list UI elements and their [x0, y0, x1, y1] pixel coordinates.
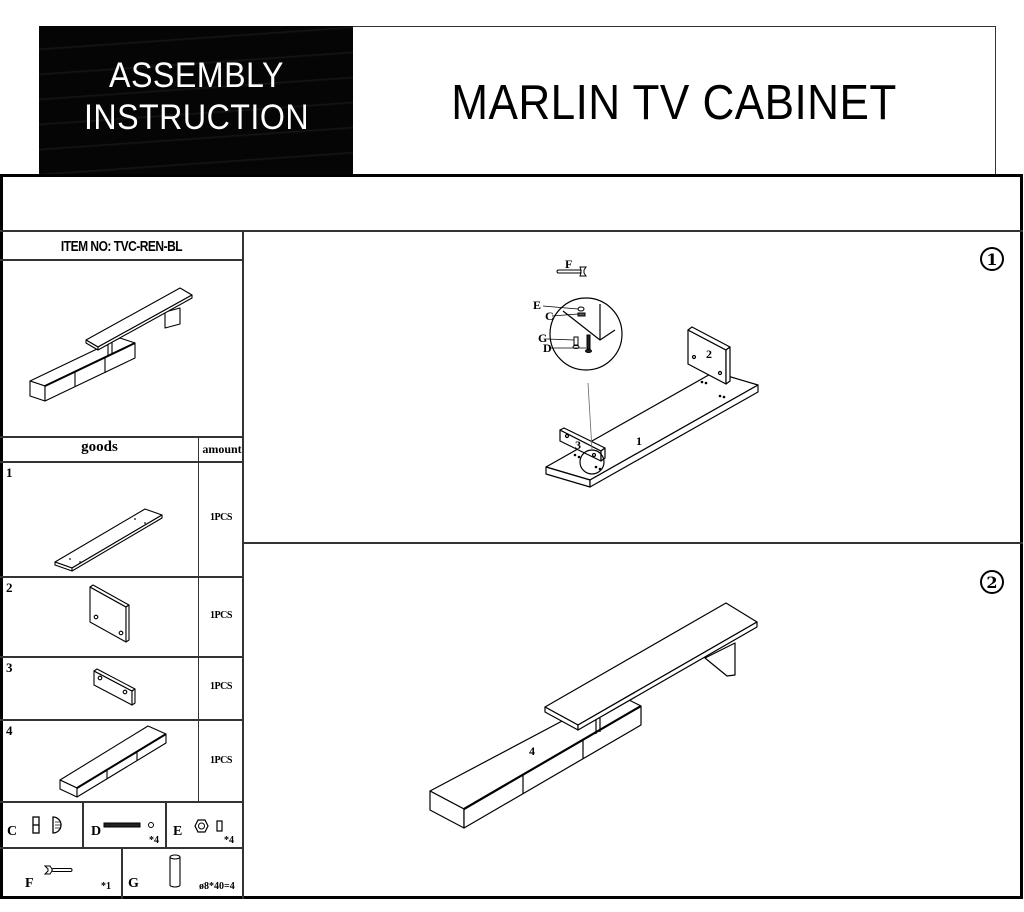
- hardware-qty: *1: [101, 881, 111, 892]
- divider: [0, 461, 243, 463]
- divider: [0, 436, 243, 438]
- assembled-cabinet-overview: [29, 287, 193, 402]
- callout-label-e: E: [533, 298, 542, 312]
- hardware-g: G ø8*40=4: [122, 848, 243, 898]
- product-title: MARLIN TV CABINET: [451, 76, 897, 130]
- callout-label-c: C: [545, 309, 554, 323]
- hardware-label: D: [91, 824, 102, 839]
- instruction-sheet-frame: [0, 174, 1023, 899]
- hardware-label: G: [128, 876, 139, 891]
- hardware-e: E *4: [166, 802, 243, 848]
- hardware-label: F: [25, 876, 34, 891]
- drawer-cabinet-illustration: [59, 725, 167, 798]
- callout-label-g: G: [538, 331, 548, 345]
- part-label-3: 3: [575, 438, 581, 452]
- part-number: 3: [6, 660, 13, 675]
- hardware-qty: ø8*40=4: [199, 881, 235, 892]
- dowel-icon: [169, 854, 181, 888]
- part-number: 1: [6, 465, 13, 480]
- screw-bolt-icon: [103, 822, 154, 828]
- small-side-panel-illustration: [93, 668, 136, 706]
- part-row-1: 1 1PCS: [0, 462, 243, 577]
- base-board-illustration: [54, 508, 163, 572]
- part-row-3: 3 1PCS: [0, 657, 243, 720]
- part-label-2: 2: [706, 347, 712, 361]
- divider: [242, 230, 244, 899]
- large-side-panel-illustration: [89, 584, 130, 643]
- step-1-marker: 1: [980, 247, 1004, 271]
- goods-column-header: goods: [81, 439, 118, 455]
- part-amount: 1PCS: [210, 610, 232, 621]
- hardware-label: C: [7, 824, 18, 839]
- step-1-diagram: [542, 266, 759, 488]
- part-row-4: 4 1PCS: [0, 720, 243, 802]
- divider: [0, 656, 243, 658]
- callout-label-d: D: [543, 341, 552, 355]
- part-amount: 1PCS: [210, 512, 232, 523]
- part-number: 4: [6, 723, 13, 738]
- hardware-c: C: [0, 802, 82, 848]
- step-2-marker: 2: [980, 570, 1004, 594]
- divider: [0, 230, 1023, 232]
- part-number: 2: [6, 580, 13, 595]
- hardware-label: E: [173, 824, 183, 839]
- part-amount: 1PCS: [210, 755, 232, 766]
- divider: [0, 259, 243, 261]
- badge-line-1: ASSEMBLY: [109, 56, 284, 95]
- divider: [165, 802, 167, 848]
- divider: [0, 801, 243, 803]
- part-amount: 1PCS: [210, 681, 232, 692]
- cam-lock-icon: [32, 816, 62, 834]
- divider: [82, 802, 84, 848]
- divider: [198, 437, 199, 803]
- divider: [0, 576, 243, 578]
- hardware-d: D *4: [83, 802, 165, 848]
- divider: [121, 848, 123, 899]
- part-row-2: 2 1PCS: [0, 577, 243, 657]
- wrench-icon: [43, 865, 73, 875]
- divider: [243, 542, 1023, 544]
- step-2-diagram: [429, 602, 758, 829]
- nut-icon: [194, 819, 223, 833]
- hardware-qty: *4: [149, 835, 159, 846]
- assembly-instruction-badge: ASSEMBLY INSTRUCTION: [39, 26, 354, 176]
- item-number: ITEM NO: TVC-REN-BL: [60, 237, 183, 255]
- amount-column-header: amount: [202, 442, 242, 456]
- hardware-f: F *1: [0, 848, 121, 898]
- tool-label-f: F: [565, 257, 573, 271]
- title-box: MARLIN TV CABINET: [353, 26, 996, 176]
- divider: [0, 719, 243, 721]
- part-label-4: 4: [529, 744, 535, 758]
- part-label-1: 1: [636, 434, 642, 448]
- hardware-qty: *4: [224, 835, 234, 846]
- badge-line-2: INSTRUCTION: [83, 98, 310, 137]
